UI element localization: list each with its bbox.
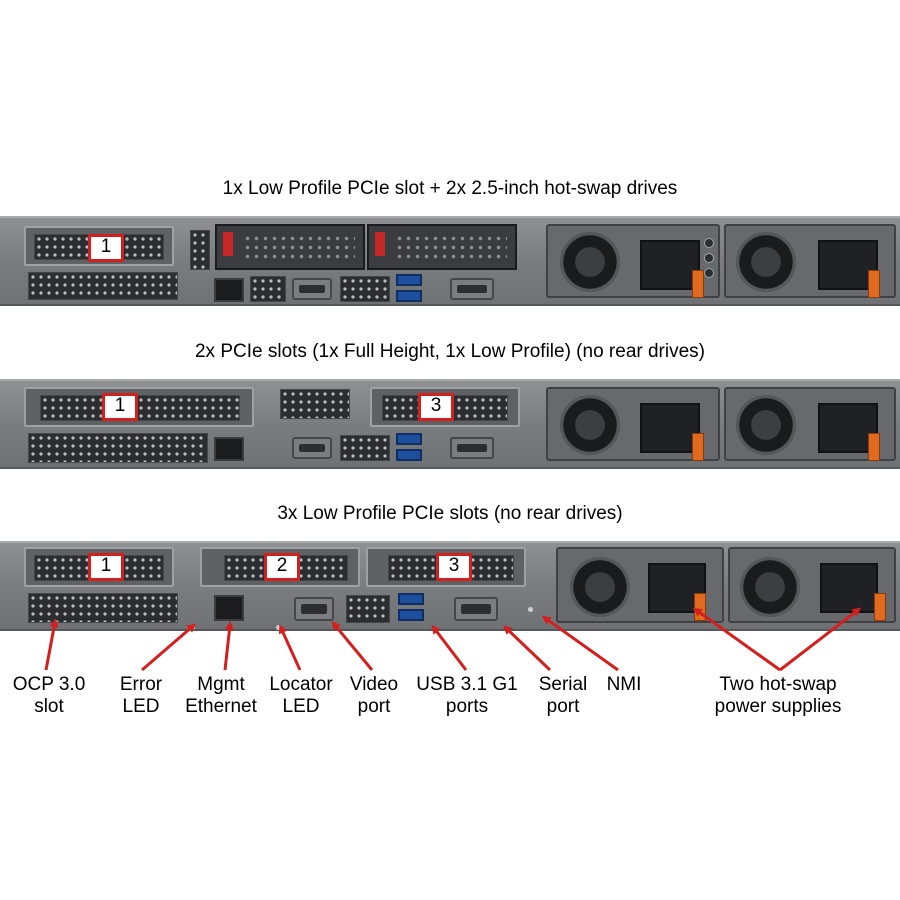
server-rear-config-2: 1 3 <box>0 379 900 469</box>
arrow-mgmt-ethernet <box>223 621 234 671</box>
vent-mesh <box>40 395 240 421</box>
psu-fan-icon <box>560 395 620 455</box>
psu-fan-icon <box>740 557 800 617</box>
server-rear-config-1: 1 <box>0 216 900 306</box>
video-port[interactable] <box>294 597 334 621</box>
psu-release-handle[interactable] <box>874 593 886 621</box>
vent-mesh <box>340 435 390 461</box>
power-supply-1[interactable] <box>546 224 720 298</box>
psu-release-handle[interactable] <box>692 433 704 461</box>
slot-label-3: 3 <box>418 393 454 421</box>
arrow-ocp-slot <box>44 618 59 671</box>
psu-release-handle[interactable] <box>868 270 880 298</box>
config-2-title: 2x PCIe slots (1x Full Height, 1x Low Pr… <box>194 341 705 362</box>
serial-port[interactable] <box>454 597 498 621</box>
ocp-slot-mesh <box>28 272 178 300</box>
vent-mesh <box>346 595 390 623</box>
hot-swap-drive-1[interactable] <box>215 224 365 270</box>
slot-label-1: 1 <box>88 553 124 581</box>
nmi-button[interactable] <box>528 607 533 612</box>
arrow-psu-1 <box>692 607 781 672</box>
usb-port-1[interactable] <box>396 433 422 445</box>
psu-fan-icon <box>736 232 796 292</box>
ocp-slot-mesh <box>28 593 178 623</box>
server-rear-config-3: 1 2 3 <box>0 541 900 631</box>
psu-release-handle[interactable] <box>692 270 704 298</box>
usb-port-2[interactable] <box>396 449 422 461</box>
psu-body <box>820 563 878 613</box>
power-supply-2[interactable] <box>728 547 896 623</box>
arrow-usb-ports <box>431 624 468 671</box>
video-port[interactable] <box>292 437 332 459</box>
pcie-slot-1-bay <box>24 387 254 427</box>
callout-nmi: NMI <box>606 674 642 695</box>
psu-fan-icon <box>736 395 796 455</box>
vent-mesh <box>280 389 350 419</box>
usb-port-2[interactable] <box>396 290 422 302</box>
usb-port-1[interactable] <box>396 274 422 286</box>
psu-body <box>640 403 700 453</box>
serial-port[interactable] <box>450 278 494 300</box>
arrow-psu-2 <box>779 607 862 672</box>
usb-port-1[interactable] <box>398 593 424 605</box>
hot-swap-drive-2[interactable] <box>367 224 517 270</box>
locator-led <box>276 625 281 630</box>
config-1-title: 1x Low Profile PCIe slot + 2x 2.5-inch h… <box>222 178 678 199</box>
ocp-slot-mesh <box>28 433 208 463</box>
config-3-title: 3x Low Profile PCIe slots (no rear drive… <box>277 503 623 524</box>
power-supply-2[interactable] <box>724 387 896 461</box>
mgmt-ethernet-port[interactable] <box>214 595 244 621</box>
slot-label-2: 2 <box>264 553 300 581</box>
psu-fan-icon <box>570 557 630 617</box>
serial-port[interactable] <box>450 437 494 459</box>
arrow-serial-port <box>503 625 552 672</box>
psu-status-leds <box>704 238 714 283</box>
arrow-error-led <box>141 623 197 672</box>
slot-label-1: 1 <box>102 393 138 421</box>
vent-mesh <box>190 230 210 270</box>
power-supply-2[interactable] <box>724 224 896 298</box>
vent-mesh <box>340 276 390 302</box>
mgmt-ethernet-port[interactable] <box>214 278 244 302</box>
arrow-locator-led <box>278 624 302 671</box>
power-supply-1[interactable] <box>546 387 720 461</box>
power-supply-1[interactable] <box>556 547 724 623</box>
psu-release-handle[interactable] <box>868 433 880 461</box>
vent-mesh <box>250 276 286 302</box>
video-port[interactable] <box>292 278 332 300</box>
psu-body <box>640 240 700 290</box>
slot-label-3: 3 <box>436 553 472 581</box>
usb-port-2[interactable] <box>398 609 424 621</box>
psu-fan-icon <box>560 232 620 292</box>
arrow-video-port <box>331 620 374 671</box>
arrow-nmi <box>541 615 619 672</box>
slot-label-1: 1 <box>88 234 124 262</box>
mgmt-ethernet-port[interactable] <box>214 437 244 461</box>
